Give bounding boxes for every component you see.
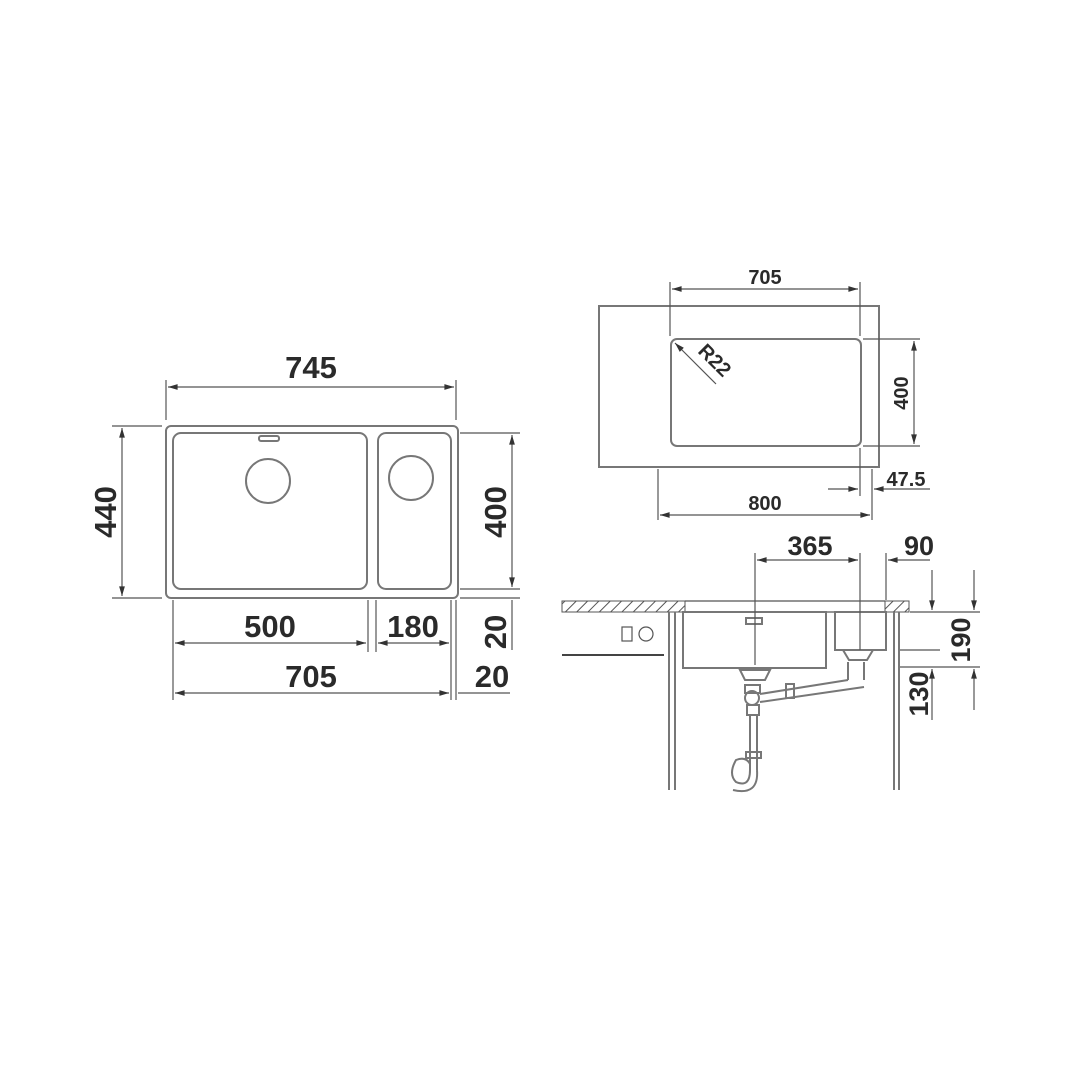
dim-small-bowl-depth-diff: 130 <box>904 671 934 716</box>
main-bowl <box>172 432 368 590</box>
countertop-right <box>884 600 910 613</box>
cabinet-outline <box>598 305 880 468</box>
dim-corner-radius: R22 <box>693 340 735 382</box>
main-drain-icon <box>245 458 291 504</box>
countertop-left <box>561 600 686 613</box>
dim-cabinet-width: 800 <box>748 493 781 515</box>
dim-main-bowl-depth: 190 <box>946 617 976 662</box>
dim-edge-offset: 47.5 <box>887 469 926 491</box>
dim-cutout-width: 705 <box>748 267 781 289</box>
dim-main-bowl-width: 500 <box>244 609 296 644</box>
small-drain-icon <box>388 455 434 501</box>
dim-cutout-depth: 400 <box>891 376 913 409</box>
dim-bowl-depth: 400 <box>478 486 513 538</box>
dim-inner-width: 705 <box>285 659 337 694</box>
dim-overall-width: 745 <box>285 350 337 385</box>
dim-drain-spacing: 365 <box>787 531 832 561</box>
small-bowl <box>377 432 452 590</box>
dim-rim-offset-bottom: 20 <box>478 615 513 649</box>
section-view: 365 90 130 190 <box>561 531 980 792</box>
top-view: 745 440 400 20 500 180 705 20 <box>88 350 520 700</box>
dim-small-bowl-offset: 90 <box>904 531 934 561</box>
dim-small-bowl-width: 180 <box>387 609 439 644</box>
overflow-icon <box>258 435 280 442</box>
overflow-section-icon <box>745 617 763 625</box>
cutout-view: 705 R22 400 800 47.5 <box>598 267 930 520</box>
dim-overall-depth: 440 <box>88 486 123 538</box>
dim-rim-offset-side: 20 <box>475 659 509 694</box>
cutout-outline <box>670 338 862 447</box>
drain-trap-icon <box>731 649 875 792</box>
sink-outline <box>165 425 459 599</box>
